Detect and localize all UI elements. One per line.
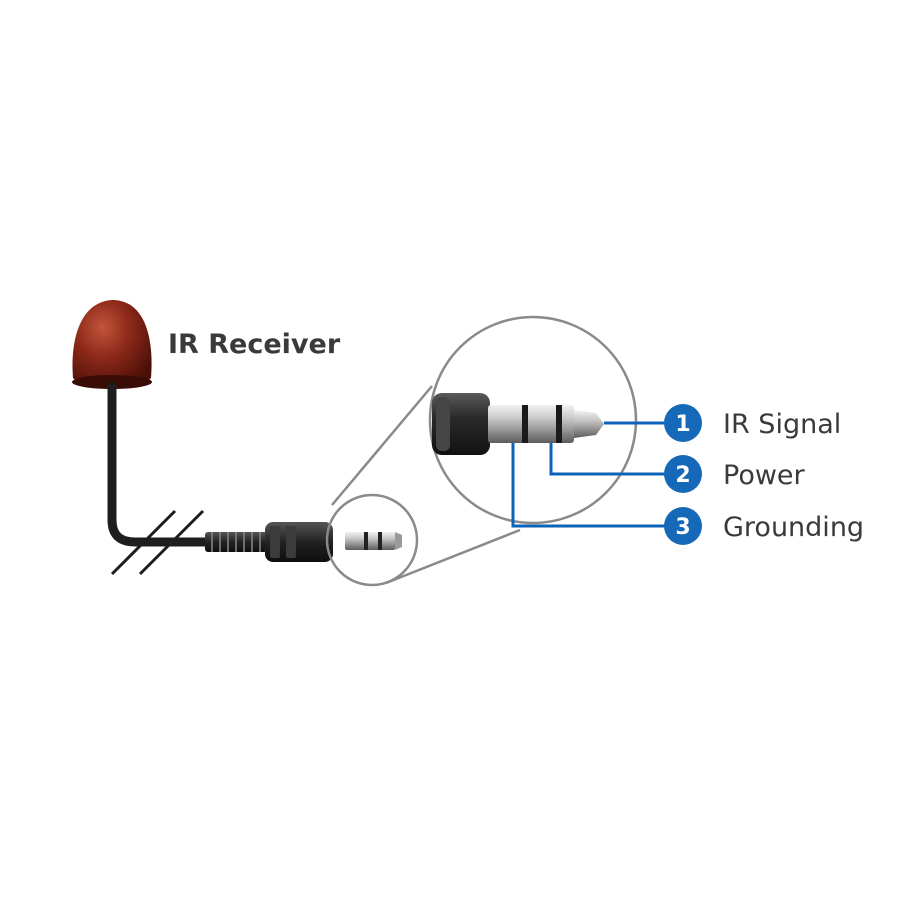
wire-power [549,443,683,476]
ir-receiver-lens-icon [72,300,152,389]
pin-label-grounding: Grounding [723,512,864,543]
pin-item-3: 3 Grounding [664,507,864,545]
wire-grounding [511,443,683,528]
enlarged-plug [432,393,604,455]
receiver-label: IR Receiver [168,329,341,360]
pin-item-2: 2 Power [664,455,806,493]
strain-relief [205,532,267,552]
receiver-cable [107,381,220,547]
cable-break-marks [110,509,205,576]
small-plug [205,522,402,562]
pin-number-1: 1 [675,412,690,437]
pin-badge-2 [664,455,702,493]
pin-badge-1 [664,404,702,442]
pin-number-2: 2 [675,463,690,488]
pin-item-1: 1 IR Signal [664,404,841,442]
small-zoom-circle [325,493,419,587]
pin-number-3: 3 [675,515,690,540]
pin-badge-3 [664,507,702,545]
pin-label-power: Power [723,460,806,491]
pin-label-ir-signal: IR Signal [723,409,841,440]
